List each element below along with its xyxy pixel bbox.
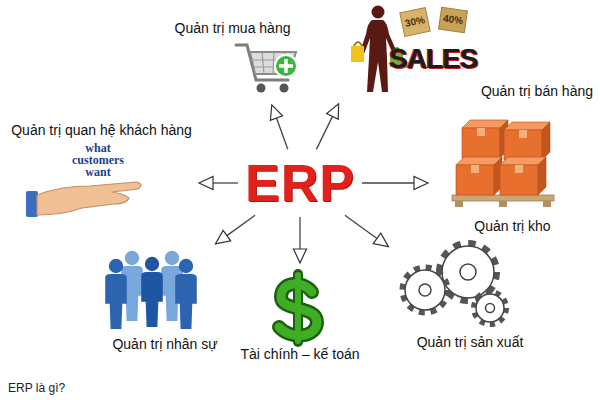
cart-wheel: [257, 84, 266, 93]
diagram-caption: ERP là gì?: [8, 381, 65, 395]
cart-wheel: [280, 84, 289, 93]
price-tag: [439, 7, 468, 32]
module-label: Tài chính – kế toán: [240, 346, 359, 363]
tag-shape: [439, 7, 468, 32]
price-tag: [400, 8, 430, 37]
pallet-top: [452, 195, 554, 201]
module-node: Quản trị mua hàng: [165, 18, 300, 103]
shopping-bag: [351, 46, 364, 62]
connector-line: [362, 182, 414, 183]
slogan-text: what customers want: [62, 142, 134, 178]
gear-teeth: [474, 292, 506, 324]
shopper-head: [372, 6, 385, 19]
module-label: Quản trị bán hàng: [481, 83, 593, 100]
erp-label: ERP: [245, 157, 355, 209]
caption-box: ERP là gì?: [8, 378, 65, 396]
dollar-curve: [279, 284, 317, 336]
module-label: Quản trị nhân sự: [112, 336, 217, 353]
person-figure: [141, 257, 163, 327]
connector-line: [299, 217, 300, 249]
open-hand: [37, 182, 141, 215]
module-node: Quản trị kho: [430, 115, 595, 237]
arrowhead: [327, 104, 339, 119]
arrowhead: [199, 177, 213, 190]
gear-teeth: [403, 268, 447, 312]
plus-sign: [279, 59, 293, 73]
arrow-connector: [199, 177, 238, 190]
arrowhead: [294, 249, 307, 263]
module-node: Tài chính – kế toán: [235, 265, 365, 365]
arrow-connector: [316, 104, 338, 150]
module-label: Quản trị quan hệ khách hàng: [11, 122, 192, 139]
sales-word: SALES: [389, 44, 477, 74]
arrow-connector: [270, 105, 287, 149]
connector-line: [213, 182, 238, 183]
sleeve-cuff: [26, 191, 38, 217]
pallet-foot: [455, 201, 463, 207]
erp-title-node: ERP: [242, 153, 358, 213]
connector-line: [227, 215, 255, 235]
module-label: Quản trị kho: [474, 218, 550, 235]
illustration-text-box: SALES: [389, 44, 477, 74]
gear-hub: [419, 284, 431, 296]
gear-hub: [460, 264, 476, 280]
connector-line: [277, 118, 288, 149]
module-label: Quản trị mua hàng: [175, 20, 291, 37]
module-label: Quản trị sản xuất: [417, 334, 524, 351]
carton-box: [456, 157, 502, 195]
arrow-connector: [216, 215, 256, 244]
connector-line: [345, 215, 377, 238]
tag-shape: [400, 8, 430, 37]
arrowhead: [216, 230, 231, 243]
connector-line: [316, 116, 332, 149]
carton-box: [462, 120, 508, 158]
gear-body: [405, 270, 445, 310]
people-picture: [105, 251, 197, 329]
plus-badge: [275, 55, 297, 77]
carton-box: [504, 122, 550, 160]
carton-box: [500, 157, 546, 195]
gear-body: [476, 294, 504, 322]
arrowhead: [373, 233, 388, 246]
arrow-connector: [294, 217, 307, 263]
pallet-foot: [499, 201, 507, 207]
hand-picture: [26, 182, 141, 217]
dollar-symbol: [279, 274, 317, 342]
warehouse-boxes: [452, 120, 554, 207]
arrowhead: [414, 177, 428, 190]
illustration-text-box: what customers want: [62, 142, 134, 178]
person-figure: [105, 259, 127, 329]
arrow-connector: [362, 177, 428, 190]
gears-picture: [403, 244, 506, 324]
gear-hub: [486, 304, 495, 313]
person-figure: [175, 259, 197, 329]
module-node: Quản trị nhân sự: [100, 245, 230, 355]
pallet-foot: [543, 201, 551, 207]
cart-icon: [236, 45, 297, 93]
arrow-connector: [345, 215, 389, 246]
bag-handle: [354, 42, 362, 46]
arrowhead: [270, 105, 282, 120]
module-node: Quản trị sản xuất: [390, 245, 550, 353]
